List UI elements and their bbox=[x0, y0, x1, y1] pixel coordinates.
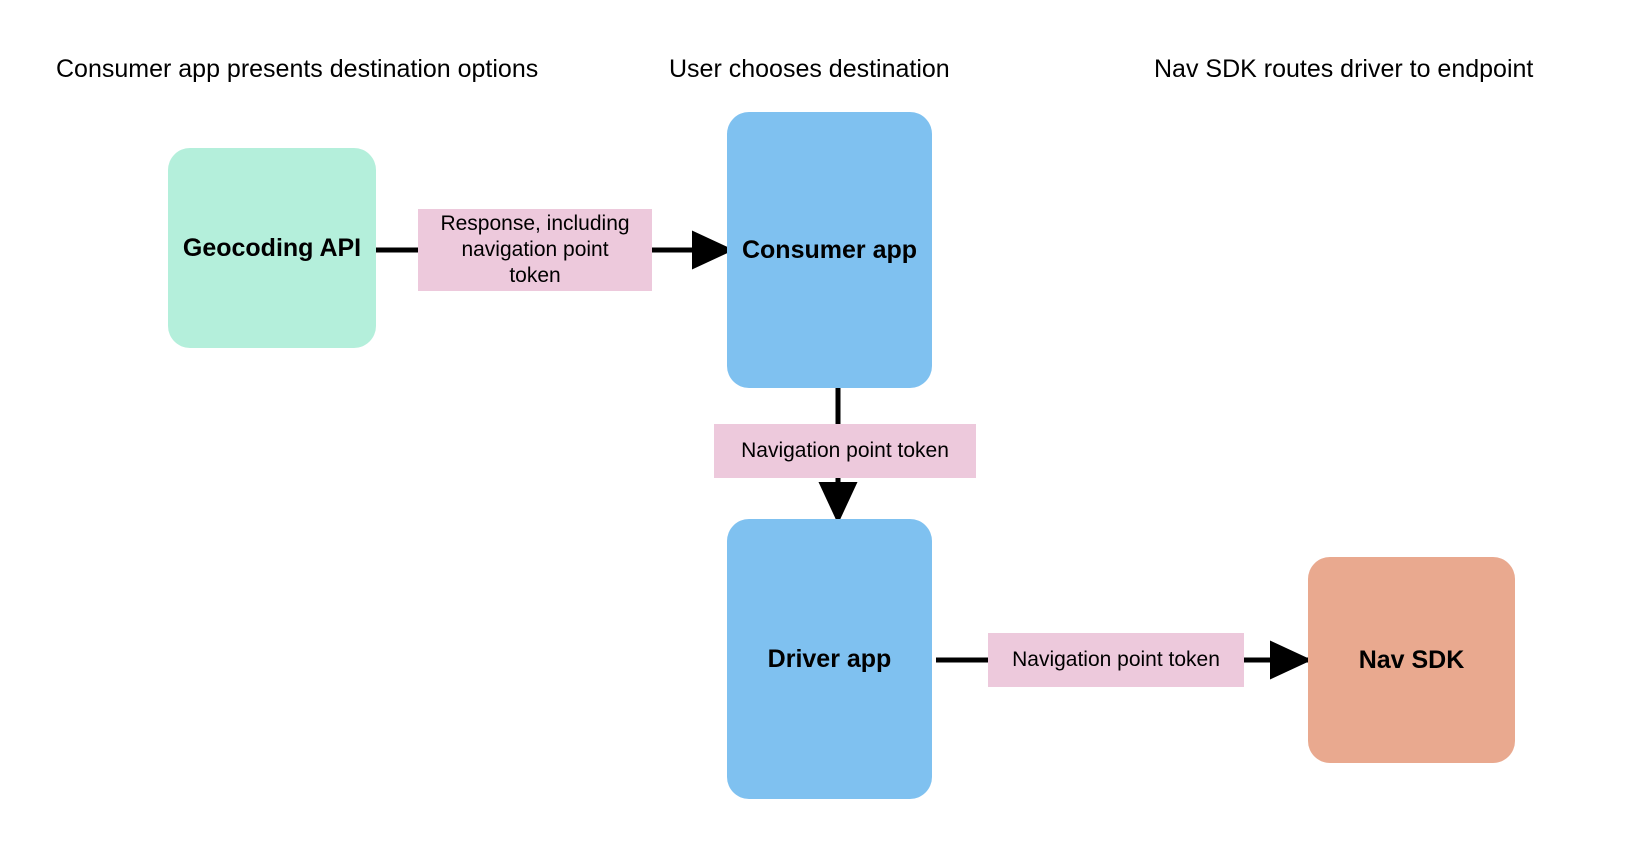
node-consumer-app-label: Consumer app bbox=[741, 236, 918, 264]
edge-label-response-line-1: Response, including bbox=[440, 212, 630, 235]
edge-label-response-line-2: navigation point bbox=[461, 238, 609, 261]
node-driver-app[interactable]: Driver app bbox=[727, 519, 932, 799]
edge-label-navigation-point-token-driver: Navigation point token bbox=[988, 633, 1244, 687]
edge-label-navigation-vertical-text: Navigation point token bbox=[741, 439, 949, 462]
node-geocoding-api-label: Geocoding API bbox=[182, 234, 362, 262]
node-geocoding-api[interactable]: Geocoding API bbox=[168, 148, 376, 348]
column-header-nav-sdk: Nav SDK routes driver to endpoint bbox=[1154, 55, 1534, 83]
column-header-consumer-app: Consumer app presents destination option… bbox=[56, 55, 539, 83]
node-nav-sdk-label: Nav SDK bbox=[1358, 646, 1465, 674]
node-consumer-app[interactable]: Consumer app bbox=[727, 112, 932, 388]
edge-label-response-text: Response, including navigation point tok… bbox=[440, 211, 629, 289]
edge-label-response-navigation-point-token: Response, including navigation point tok… bbox=[418, 209, 652, 291]
node-driver-app-label: Driver app bbox=[767, 645, 892, 673]
edge-label-navigation-point-token-vertical: Navigation point token bbox=[714, 424, 976, 478]
edge-label-navigation-driver-text: Navigation point token bbox=[1012, 648, 1220, 671]
edge-label-response-line-3: token bbox=[509, 264, 561, 287]
column-header-user-chooses: User chooses destination bbox=[669, 55, 950, 83]
node-nav-sdk[interactable]: Nav SDK bbox=[1308, 557, 1515, 763]
